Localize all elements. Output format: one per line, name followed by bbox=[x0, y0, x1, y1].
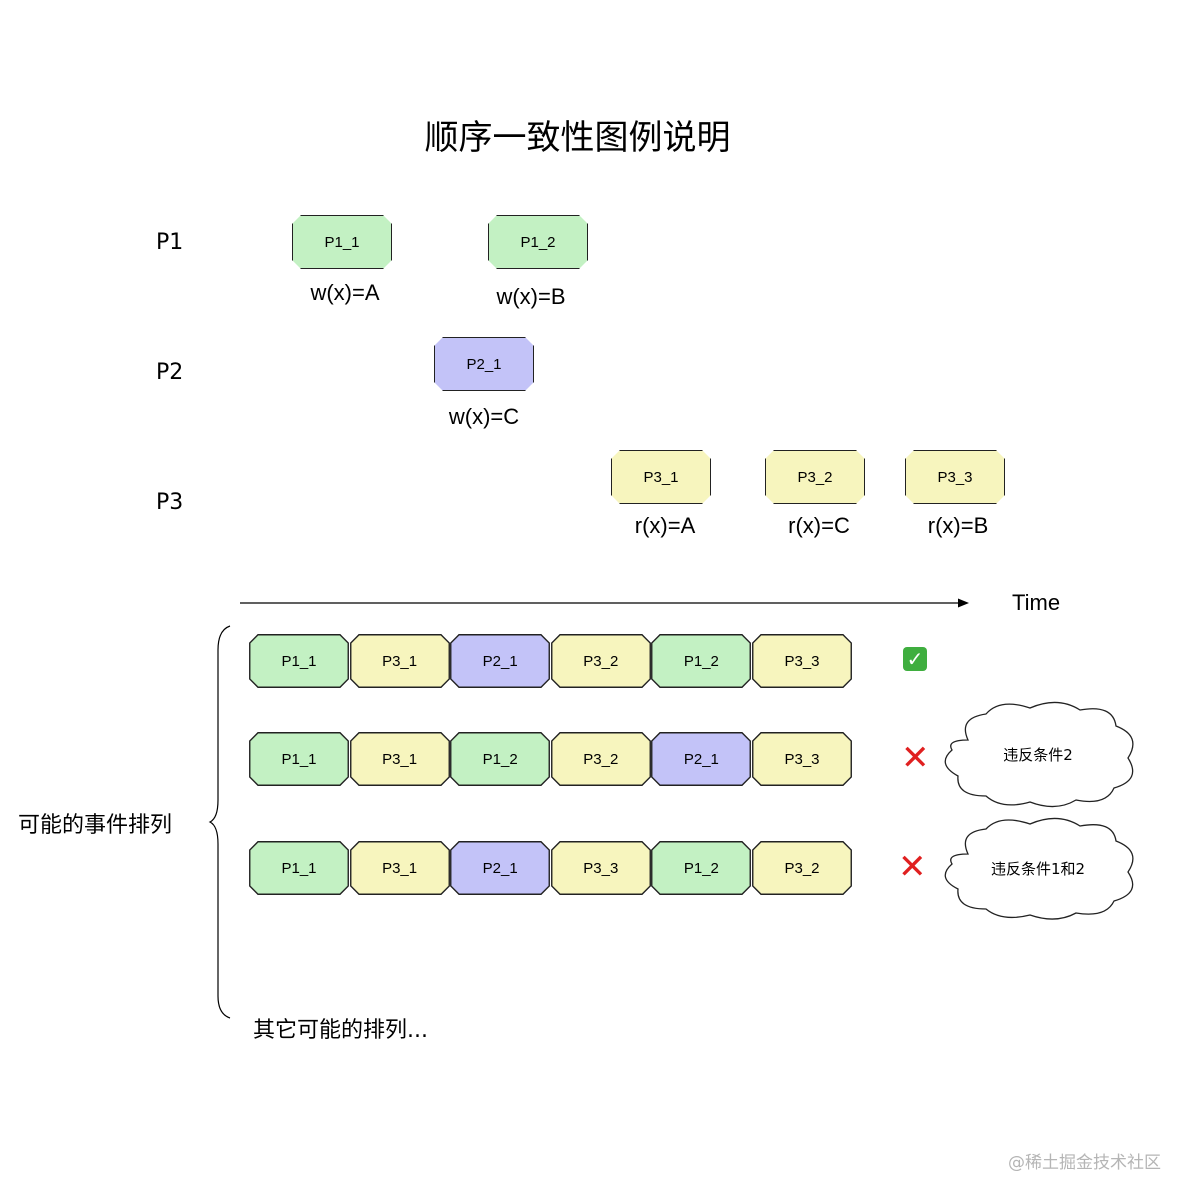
sequence-event-box: P3_2 bbox=[752, 841, 852, 895]
sequence-event-box: P3_1 bbox=[349, 732, 450, 786]
time-label: Time bbox=[1012, 590, 1061, 615]
cross-mark-icon: ✕ bbox=[901, 738, 930, 778]
cloud-note-2-text: 违反条件1和2 bbox=[990, 860, 1086, 878]
event-op-label: w(x)=C bbox=[448, 404, 520, 429]
sequence-event-box: P1_1 bbox=[249, 841, 349, 895]
sequence-event-box: P2_1 bbox=[450, 634, 551, 688]
sequence-event-label: P1_1 bbox=[281, 859, 317, 877]
other-permutations-label: 其它可能的排列... bbox=[253, 1018, 428, 1043]
sequence-event-box: P3_2 bbox=[550, 634, 651, 688]
sequence-event-label: P3_3 bbox=[583, 859, 619, 877]
time-arrow-head-icon bbox=[958, 598, 969, 608]
sequence-event-label: P3_3 bbox=[784, 652, 820, 670]
sequence-event-box: P1_1 bbox=[249, 732, 349, 786]
diagram-title: 顺序一致性图例说明 bbox=[424, 118, 731, 158]
process-label-p3: P3 bbox=[156, 490, 184, 515]
cloud-note-2 bbox=[944, 817, 1134, 920]
event-op-label: r(x)=C bbox=[788, 513, 850, 538]
sequence-event-box: P3_2 bbox=[550, 732, 651, 786]
sequence-event-label: P2_1 bbox=[482, 859, 518, 877]
sequence-event-label: P3_3 bbox=[784, 750, 820, 768]
cloud-shape bbox=[944, 701, 1134, 808]
sequence-event-box: P1_2 bbox=[450, 732, 551, 786]
event-box: P2_1 bbox=[434, 337, 534, 391]
event-box: P1_1 bbox=[292, 215, 392, 269]
sequence-event-label: P3_1 bbox=[382, 750, 418, 768]
sequence-event-box: P3_3 bbox=[550, 841, 651, 895]
sequence-event-label: P1_2 bbox=[683, 859, 719, 877]
sequence-event-box: P1_1 bbox=[249, 634, 349, 688]
process-label-p2: P2 bbox=[156, 360, 184, 385]
sequence-event-label: P3_2 bbox=[583, 652, 619, 670]
sequence-event-label: P1_2 bbox=[683, 652, 719, 670]
event-box: P3_2 bbox=[765, 450, 865, 504]
cloud-note-1-text: 违反条件2 bbox=[1003, 746, 1073, 764]
event-op-label: r(x)=A bbox=[634, 513, 696, 538]
sequence-event-box: P2_1 bbox=[450, 841, 551, 895]
event-box: P1_2 bbox=[488, 215, 588, 269]
process-label-p1: P1 bbox=[156, 230, 184, 255]
sequence-event-box: P1_2 bbox=[651, 841, 752, 895]
sequence-event-label: P3_2 bbox=[784, 859, 820, 877]
curly-brace bbox=[208, 625, 231, 1019]
sequence-row-3: P1_1 P3_1 P2_1 P3_3 P1_2 P3_2 bbox=[249, 841, 853, 895]
watermark: @稀土掘金技术社区 bbox=[1008, 1153, 1161, 1173]
sequence-event-label: P3_1 bbox=[382, 652, 418, 670]
check-mark-icon: ✓ bbox=[903, 647, 927, 671]
sequence-event-label: P3_1 bbox=[382, 859, 418, 877]
sequence-event-box: P2_1 bbox=[651, 732, 752, 786]
event-box: P3_1 bbox=[611, 450, 711, 504]
sequence-event-label: P1_2 bbox=[482, 750, 518, 768]
cloud-note-1 bbox=[944, 701, 1134, 808]
event-op-label: w(x)=A bbox=[310, 280, 380, 305]
sequence-event-label: P2_1 bbox=[482, 652, 518, 670]
sequence-event-box: P3_1 bbox=[349, 841, 450, 895]
sequence-event-label: P1_1 bbox=[281, 652, 317, 670]
event-box: P3_3 bbox=[905, 450, 1005, 504]
sequence-event-label: P3_2 bbox=[583, 750, 619, 768]
sequence-event-box: P3_3 bbox=[752, 732, 852, 786]
event-op-label: r(x)=B bbox=[927, 513, 989, 538]
sequence-row-1: P1_1 P3_1 P2_1 P3_2 P1_2 P3_3 bbox=[249, 634, 853, 688]
cloud-shape bbox=[944, 817, 1134, 920]
sequence-event-box: P3_3 bbox=[752, 634, 852, 688]
sequence-event-label: P2_1 bbox=[683, 750, 719, 768]
sequence-row-2: P1_1 P3_1 P1_2 P3_2 P2_1 P3_3 bbox=[249, 732, 853, 786]
sequence-event-box: P1_2 bbox=[651, 634, 752, 688]
cross-mark-icon: ✕ bbox=[898, 847, 927, 887]
event-op-label: w(x)=B bbox=[496, 284, 566, 309]
brace-label: 可能的事件排列 bbox=[18, 813, 173, 838]
sequence-event-box: P3_1 bbox=[349, 634, 450, 688]
sequence-event-label: P1_1 bbox=[281, 750, 317, 768]
